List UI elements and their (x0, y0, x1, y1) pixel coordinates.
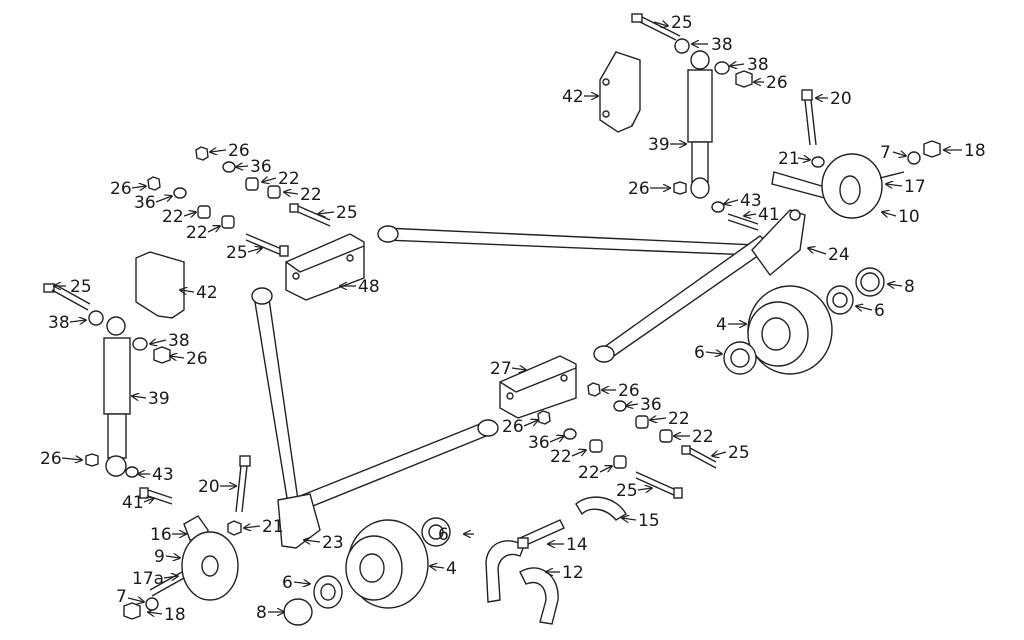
label-22: 22 (300, 185, 322, 205)
label-9: 9 (154, 547, 165, 567)
label-38: 38 (48, 313, 70, 333)
label-36: 36 (640, 395, 662, 415)
label-7: 7 (880, 143, 891, 163)
label-6: 6 (874, 301, 885, 321)
brake-shoes (485, 496, 627, 625)
bracket-48 (285, 233, 365, 301)
label-21: 21 (262, 517, 284, 537)
label-7: 7 (116, 587, 127, 607)
left-trailing-arm (251, 287, 499, 549)
label-20: 20 (830, 89, 852, 109)
label-23: 23 (322, 533, 344, 553)
label-25: 25 (70, 277, 92, 297)
bracket-left (135, 251, 185, 319)
label-17a: 17a (132, 569, 164, 589)
label-36: 36 (528, 433, 550, 453)
right-trailing-arm (377, 209, 806, 363)
label-20: 20 (198, 477, 220, 497)
label-36: 36 (250, 157, 272, 177)
label-36: 36 (134, 193, 156, 213)
label-22: 22 (186, 223, 208, 243)
label-43: 43 (152, 465, 174, 485)
label-42: 42 (562, 87, 584, 107)
right-drum (723, 267, 885, 375)
label-41: 41 (758, 205, 780, 225)
label-26: 26 (502, 417, 524, 437)
label-26: 26 (228, 141, 250, 161)
shock-absorber-right (631, 13, 759, 231)
label-27: 27 (490, 359, 512, 379)
label-48: 48 (358, 277, 380, 297)
left-hub-assembly (123, 455, 251, 620)
label-22: 22 (692, 427, 714, 447)
label-8: 8 (904, 277, 915, 297)
bracket-top (599, 50, 641, 133)
labels: 25 38 38 26 20 42 39 21 7 18 17 26 43 41… (40, 13, 986, 625)
label-6: 6 (438, 525, 449, 545)
label-39: 39 (648, 135, 670, 155)
label-6: 6 (282, 573, 293, 593)
left-drum (283, 517, 451, 626)
label-18: 18 (164, 605, 186, 625)
label-4: 4 (716, 315, 727, 335)
label-38: 38 (747, 55, 769, 75)
label-12: 12 (562, 563, 584, 583)
middle-right-hardware (537, 382, 717, 499)
upper-left-hardware (147, 146, 331, 257)
label-25: 25 (728, 443, 750, 463)
label-26: 26 (110, 179, 132, 199)
label-15: 15 (638, 511, 660, 531)
label-25: 25 (336, 203, 358, 223)
label-16: 16 (150, 525, 172, 545)
label-25: 25 (671, 13, 693, 33)
label-43: 43 (740, 191, 762, 211)
label-41: 41 (122, 493, 144, 513)
label-39: 39 (148, 389, 170, 409)
label-8: 8 (256, 603, 267, 623)
label-6: 6 (694, 343, 705, 363)
right-stub-axle (771, 89, 941, 219)
label-42: 42 (196, 283, 218, 303)
label-26: 26 (628, 179, 650, 199)
shock-absorber-left (43, 283, 173, 505)
label-17: 17 (904, 177, 926, 197)
label-22: 22 (578, 463, 600, 483)
label-21: 21 (778, 149, 800, 169)
label-14: 14 (566, 535, 588, 555)
label-38: 38 (711, 35, 733, 55)
label-24: 24 (828, 245, 850, 265)
label-26: 26 (186, 349, 208, 369)
label-26: 26 (618, 381, 640, 401)
label-26: 26 (766, 73, 788, 93)
label-22: 22 (278, 169, 300, 189)
label-22: 22 (550, 447, 572, 467)
label-25: 25 (226, 243, 248, 263)
label-4: 4 (446, 559, 457, 579)
label-25: 25 (616, 481, 638, 501)
label-10: 10 (898, 207, 920, 227)
bracket-27 (499, 355, 577, 419)
label-38: 38 (168, 331, 190, 351)
label-18: 18 (964, 141, 986, 161)
label-22: 22 (162, 207, 184, 227)
label-26: 26 (40, 449, 62, 469)
label-22: 22 (668, 409, 690, 429)
